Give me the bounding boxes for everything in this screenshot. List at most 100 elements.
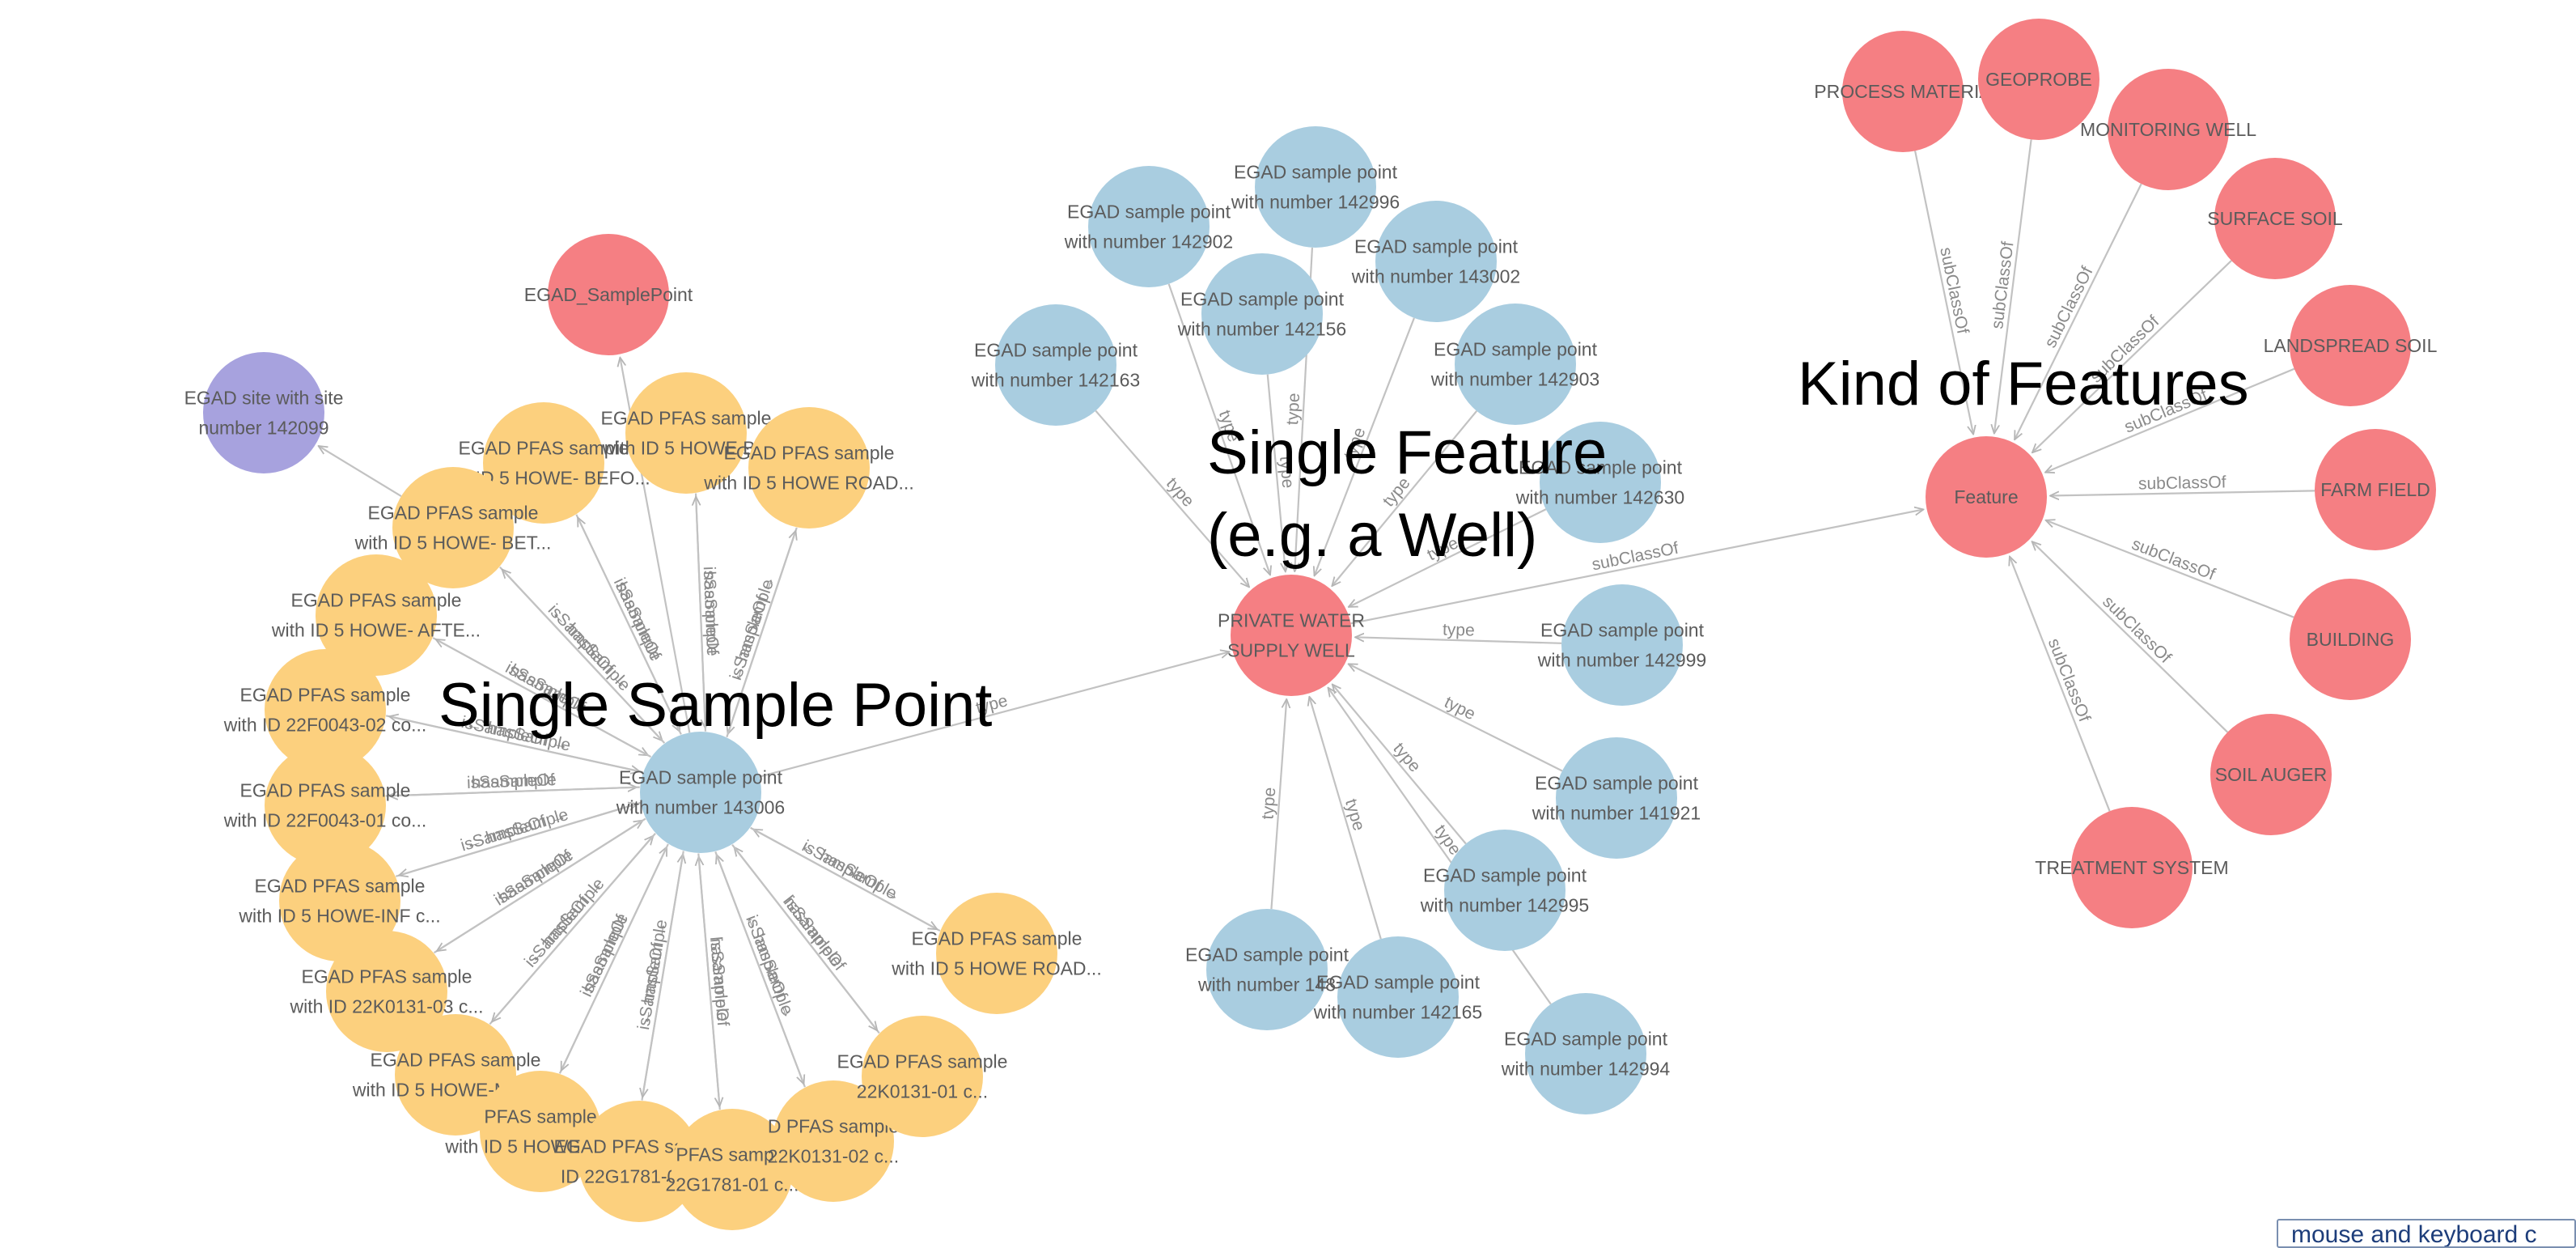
node-feature[interactable]: Feature	[1926, 436, 2047, 558]
node-circle[interactable]	[1088, 166, 1210, 287]
node-circle[interactable]	[936, 893, 1057, 1014]
node-circle[interactable]	[1255, 126, 1376, 248]
node-circle[interactable]	[480, 1071, 601, 1192]
y_f004302-hassample-edge[interactable]	[389, 716, 643, 774]
node-farmfield[interactable]: FARM FIELD	[2315, 429, 2436, 550]
node-circle[interactable]	[2290, 285, 2411, 406]
node-egadsp[interactable]: EGAD_SamplePoint	[524, 234, 693, 355]
node-building[interactable]: BUILDING	[2290, 579, 2411, 700]
node-circle[interactable]	[2315, 429, 2436, 550]
node-circle[interactable]	[483, 402, 604, 524]
sp142903-type-edge[interactable]	[1332, 410, 1478, 586]
node-circle[interactable]	[2210, 714, 2332, 835]
node-surfacesoil[interactable]: SURFACE SOIL	[2207, 158, 2343, 279]
node-circle[interactable]	[2071, 807, 2193, 928]
sp142995-type-edge[interactable]	[1332, 685, 1467, 845]
surfacesoil-subclass-edge[interactable]	[2032, 260, 2232, 452]
node-circle[interactable]	[203, 352, 324, 473]
sp-type-edge[interactable]	[759, 652, 1229, 778]
sp142156-type-edge[interactable]	[1266, 374, 1286, 572]
node-geoprobe[interactable]: GEOPROBE	[1978, 19, 2099, 140]
node-circle[interactable]	[1842, 31, 1964, 152]
node-circle[interactable]	[995, 304, 1116, 426]
farmfield-subclass-edge[interactable]	[2050, 490, 2315, 495]
node-circle[interactable]	[1978, 19, 2099, 140]
node-circle[interactable]	[640, 732, 761, 853]
sp148-type-edge[interactable]	[1270, 699, 1286, 910]
y_k013101-hassample-edge[interactable]	[731, 843, 877, 1031]
node-circle[interactable]	[1556, 737, 1677, 859]
sp142163-type-edge[interactable]	[1095, 410, 1249, 588]
node-treatment[interactable]: TREATMENT SYSTEM	[2035, 807, 2229, 928]
node-soilauger[interactable]: SOIL AUGER	[2210, 714, 2332, 835]
y_mid-hassample-edge[interactable]	[492, 833, 656, 1022]
y_f004301-hassample-edge[interactable]	[389, 786, 640, 796]
node-circle[interactable]	[1540, 422, 1661, 543]
node-circle[interactable]	[1444, 830, 1566, 951]
y_k013102-hassample-edge[interactable]	[714, 851, 803, 1084]
node-circle[interactable]	[578, 1101, 700, 1222]
sp142994-type-edge[interactable]	[1328, 688, 1552, 1005]
node-circle[interactable]	[773, 1080, 894, 1202]
node-circle[interactable]	[316, 554, 437, 676]
y_beforebot-hassample-edge[interactable]	[696, 497, 707, 732]
y_befo-hassample-edge[interactable]	[577, 517, 682, 735]
node-circle[interactable]	[326, 931, 447, 1052]
landspread-subclass-edge[interactable]	[2045, 367, 2295, 473]
node-circle[interactable]	[2290, 579, 2411, 700]
y_eff-hassample-edge[interactable]	[560, 843, 669, 1071]
node-circle[interactable]	[392, 467, 514, 588]
node-landspread[interactable]: LANDSPREAD SOIL	[2264, 285, 2438, 406]
node-circle[interactable]	[1231, 575, 1352, 696]
node-circle[interactable]	[1337, 936, 1459, 1058]
monitoring-subclass-edge[interactable]	[2014, 183, 2142, 439]
sp142902-type-edge[interactable]	[1167, 283, 1270, 575]
node-process[interactable]: PROCESS MATERIA	[1814, 31, 1992, 152]
well-subclass-edge[interactable]	[1350, 509, 1924, 625]
node-circle[interactable]	[672, 1109, 793, 1230]
node-circle[interactable]	[748, 407, 870, 528]
node-circle[interactable]	[1926, 436, 2047, 558]
geoprobe-subclass-edge[interactable]	[1994, 139, 2032, 433]
node-circle[interactable]	[1201, 253, 1323, 375]
node-circle[interactable]	[265, 649, 386, 770]
located-in-edge[interactable]	[319, 446, 402, 498]
treatment-subclass-edge[interactable]	[2010, 557, 2111, 812]
node-circle[interactable]	[862, 1016, 983, 1137]
sp141921-type-edge[interactable]	[1349, 663, 1563, 772]
node-circle[interactable]	[1455, 304, 1576, 425]
y_inf-hassample-edge[interactable]	[399, 801, 641, 876]
mouse-keyboard-hint[interactable]: mouse and keyboard c	[2277, 1219, 2576, 1248]
y_afte-hassample-edge[interactable]	[436, 639, 652, 758]
node-circle[interactable]	[1561, 584, 1683, 706]
soilauger-subclass-edge[interactable]	[2032, 541, 2229, 733]
node-circle[interactable]	[265, 745, 386, 866]
node-circle[interactable]	[1525, 993, 1646, 1114]
node-circle[interactable]	[279, 840, 400, 961]
